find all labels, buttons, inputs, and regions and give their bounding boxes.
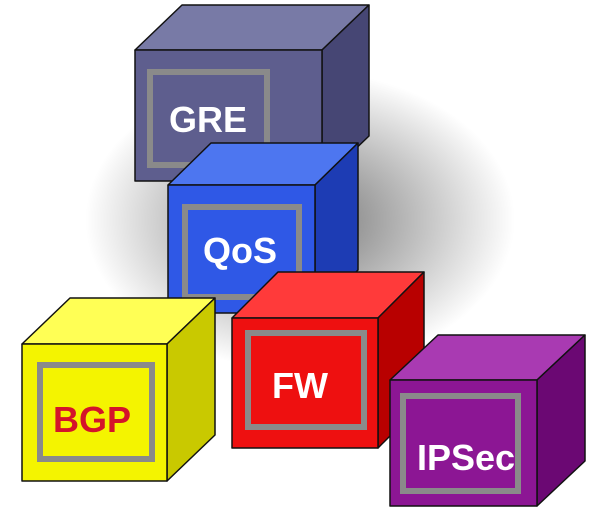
ipsec-block: IPSec (390, 335, 585, 506)
bgp-block-label: BGP (53, 399, 131, 440)
bgp-block: BGP (22, 298, 215, 481)
fw-block-label: FW (272, 365, 328, 406)
ipsec-block-label: IPSec (417, 437, 515, 478)
qos-block-label: QoS (203, 230, 277, 271)
gre-block-label: GRE (169, 99, 247, 140)
